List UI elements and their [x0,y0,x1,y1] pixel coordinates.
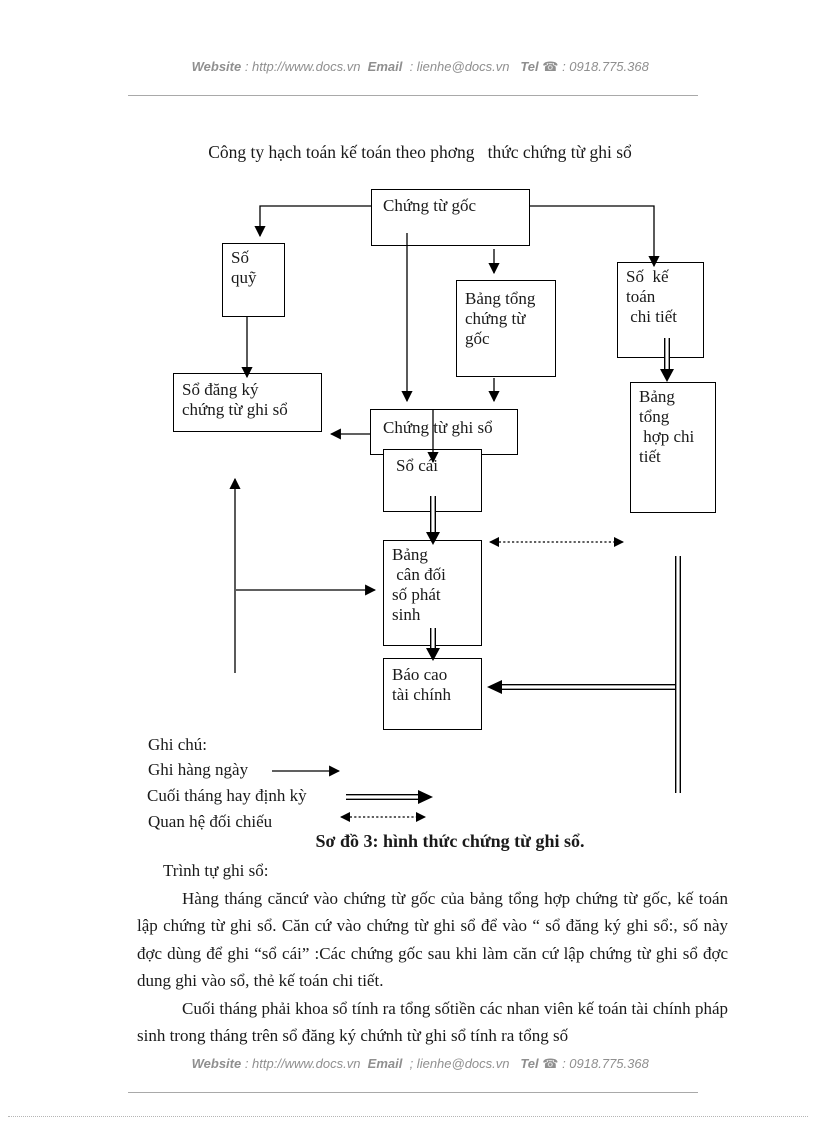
page-title: Công ty hạch toán kế toán theo phơng thứ… [208,142,632,162]
footer-email-label: Email [367,1056,403,1071]
footer-website-label: Website [191,1056,242,1071]
header-tel-label: Tel [520,59,539,74]
bottom-dotted-rule [8,1116,808,1117]
box-bang-tong-hop-chi-tiet: Bảng tổng hợp chi tiết [630,382,716,513]
box-so-ke-toan-chi-tiet: Số kế toán chi tiết [617,262,704,358]
footer-tel-label: Tel [520,1056,539,1071]
flow-chungtugoc-to-soquy [254,205,371,238]
legend-reconcile-label: Quan hệ đối chiếu [148,812,273,831]
page-footer: Website : http://www.docs.vn Email ; lie… [128,1041,698,1093]
phone-icon: ☎ [538,59,559,74]
diagram-caption: Sơ đồ 3: hình thức chứng từ ghi sổ. [315,831,585,851]
footer-tel-value: : 0918.775.368 [558,1056,649,1071]
legend-monthly-label: Cuối tháng hay định kỳ [147,786,307,805]
box-bang-tong-chung-tu-goc: Bảng tổng chứng từ gốc [456,280,556,377]
legend-daily-label: Ghi hàng ngày [148,760,249,779]
box-so-dang-ky-chung-tu-ghi-so: Sổ đăng ký chứng từ ghi sổ [173,373,322,432]
footer-website-value: : http://www.docs.vn [241,1056,368,1071]
flow-chungtugoc-to-soketoan [530,205,660,268]
header-email-label: Email [367,59,403,74]
box-chung-tu-goc: Chứng từ gốc [371,189,530,246]
body-intro: Trình tự ghi sổ: [163,861,269,880]
body-paragraph-1: Hàng tháng căncứ vào chứng từ gốc của bả… [137,888,728,991]
header-tel-value: : 0918.775.368 [558,59,649,74]
body-paragraph-2: Cuối tháng phải khoa sổ tính ra tổng sốt… [137,998,728,1046]
box-chung-tu-ghi-so: Chứng từ ghi sổ [370,409,518,455]
body-text: Trình tự ghi sổ: Hàng tháng căncứ vào ch… [137,857,728,1050]
header-website-label: Website [191,59,242,74]
phone-icon: ☎ [538,1056,559,1071]
box-so-cai: Sổ cái [383,449,482,512]
box-bao-cao-tai-chinh: Báo cao tài chính [383,658,482,730]
footer-email-value: ; lienhe@docs.vn [402,1056,521,1071]
legend-heading: Ghi chú: [148,735,208,754]
box-bang-can-doi-so-phat-sinh: Bảng cân đối số phát sinh [383,540,482,646]
header-website-value: : http://www.docs.vn [241,59,368,74]
box-so-quy: Số quỹ [222,243,285,317]
arrowhead-left-baocao [487,680,502,694]
header-email-value: : lienhe@docs.vn [402,59,521,74]
arrowhead-down-bangtonghop [660,369,674,382]
page-header: Website : http://www.docs.vn Email : lie… [128,44,698,96]
